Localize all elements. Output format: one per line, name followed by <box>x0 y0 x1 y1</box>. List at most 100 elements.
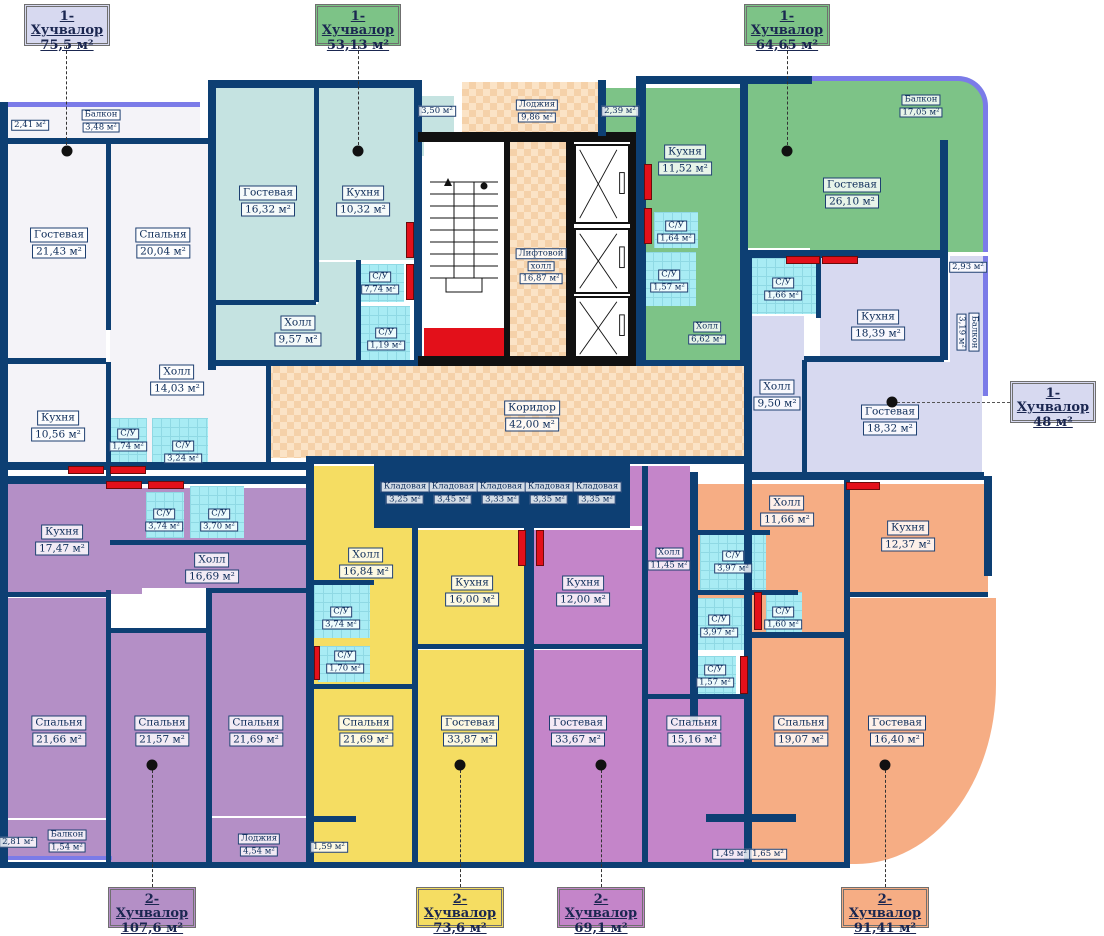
room-b1-loggia[interactable] <box>212 818 306 864</box>
room-a1-kitchen[interactable] <box>8 364 106 466</box>
room-a2-kitchen[interactable] <box>318 88 414 260</box>
wall <box>984 476 992 576</box>
wall <box>110 628 206 633</box>
room-a2-living[interactable] <box>216 88 314 302</box>
apartment-marker-dot <box>454 759 466 771</box>
vent-shaft <box>110 466 146 474</box>
vent-shaft <box>68 466 104 474</box>
wall <box>418 132 638 142</box>
wall <box>740 250 948 258</box>
wall <box>642 466 648 866</box>
room-a4-hall[interactable] <box>748 316 804 472</box>
vent-shaft <box>822 256 858 264</box>
room-b4-bath1[interactable] <box>700 534 766 590</box>
room-b1-bed1[interactable] <box>8 598 106 818</box>
vent-shaft <box>644 208 652 244</box>
wall <box>706 814 796 822</box>
room-b3-small[interactable] <box>714 822 746 864</box>
stair-red-block <box>424 328 504 360</box>
wall <box>208 80 216 370</box>
wall <box>740 78 748 366</box>
wall <box>744 474 752 868</box>
room-a1-bedroom[interactable] <box>110 142 208 328</box>
room-b4-kitchen[interactable] <box>848 484 988 594</box>
wall <box>418 644 648 649</box>
room-a1-bath1[interactable] <box>110 418 147 464</box>
room-a4-bath[interactable] <box>748 258 816 314</box>
wall <box>306 684 414 689</box>
room-b2-bedroom[interactable] <box>314 688 412 864</box>
room-a2-hall-upper[interactable] <box>318 262 358 304</box>
room-b4-living[interactable] <box>850 598 996 864</box>
room-b4-bath4[interactable] <box>696 656 736 696</box>
apartment-marker-dot <box>595 759 607 771</box>
room-a1-bath2[interactable] <box>152 418 208 464</box>
room-b2-bath1[interactable] <box>314 584 370 638</box>
room-b1-bed3[interactable] <box>212 592 306 816</box>
wall <box>418 356 638 366</box>
room-a3-balcony-small[interactable] <box>604 88 638 132</box>
wall <box>106 362 111 484</box>
wall <box>746 816 751 864</box>
room-a4-kitchen[interactable] <box>820 258 942 358</box>
room-b4-bath3[interactable] <box>766 592 802 632</box>
wall <box>216 300 316 305</box>
apartment-marker-dot <box>61 145 73 157</box>
room-b1-bath2[interactable] <box>190 486 244 538</box>
wall <box>744 472 984 480</box>
vent-shaft <box>740 656 748 694</box>
wall <box>266 362 271 466</box>
room-core-lift-hall[interactable] <box>510 142 566 360</box>
wall <box>310 816 356 822</box>
elevator-3[interactable] <box>574 296 630 360</box>
room-core-loggia[interactable] <box>462 82 598 138</box>
room-b2-kitchen[interactable] <box>418 530 524 646</box>
vent-shaft <box>406 264 414 300</box>
wall <box>636 76 812 84</box>
room-b2-bath2[interactable] <box>318 646 370 682</box>
room-b3-kitchen[interactable] <box>534 530 642 646</box>
room-b3-living[interactable] <box>534 650 642 864</box>
apartment-marker-dot <box>886 396 898 408</box>
leader-line <box>892 402 1010 403</box>
stairwell <box>424 142 504 328</box>
leader-line <box>601 765 602 887</box>
room-a3-bath1[interactable] <box>654 212 698 248</box>
elevator-2[interactable] <box>574 228 630 294</box>
room-a3-bath2[interactable] <box>644 252 696 306</box>
room-a1-living[interactable] <box>8 142 106 360</box>
room-b1-bath1[interactable] <box>146 492 184 538</box>
room-a2-bath2[interactable] <box>360 306 410 360</box>
room-a3-kitchen[interactable] <box>644 88 740 212</box>
room-b1-bed2[interactable] <box>110 632 206 868</box>
wall <box>0 476 312 484</box>
vent-shaft <box>846 482 880 490</box>
room-b4-bath2[interactable] <box>696 598 746 650</box>
stairs-icon <box>430 178 498 293</box>
room-a2-bath1[interactable] <box>360 264 404 302</box>
room-b4-small[interactable] <box>750 822 784 864</box>
room-a1-balcony-strip[interactable] <box>0 102 200 142</box>
room-b1-balcony[interactable] <box>8 820 112 860</box>
wall <box>690 472 698 722</box>
room-a3-balcony[interactable] <box>810 76 988 252</box>
vent-shaft <box>106 481 142 489</box>
room-b3-hall[interactable] <box>646 466 690 694</box>
room-a2-hall[interactable] <box>216 304 358 362</box>
wall <box>566 140 574 360</box>
room-core-corridor[interactable] <box>266 366 746 458</box>
elevator-1[interactable] <box>574 144 630 224</box>
room-b2-living[interactable] <box>418 650 524 864</box>
room-b3-entry[interactable] <box>626 466 646 526</box>
apartment-marker-dot <box>879 759 891 771</box>
room-a4-balcony[interactable] <box>950 256 988 396</box>
